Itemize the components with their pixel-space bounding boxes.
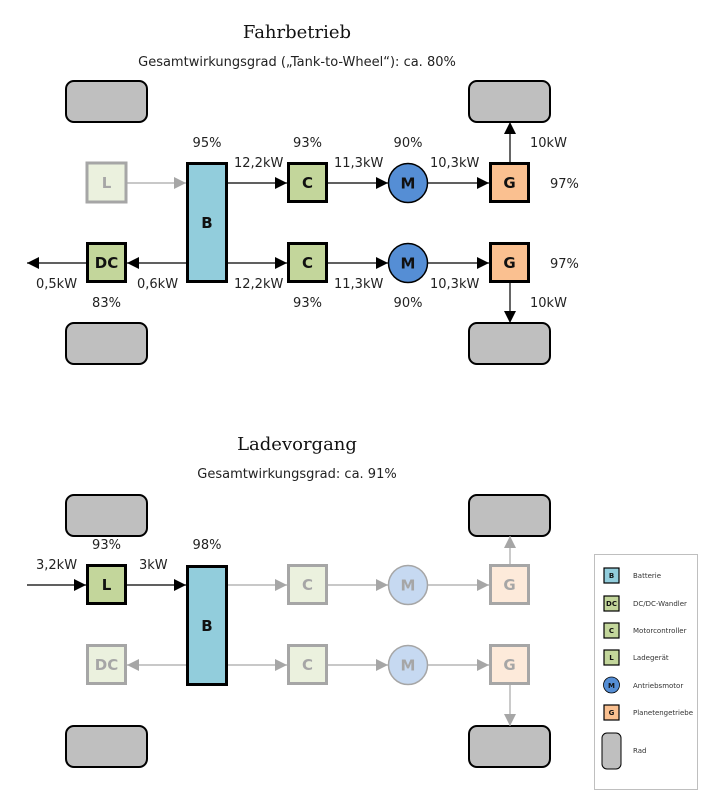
charging-gear-lower-label: G [503,656,515,674]
drive-motor-lower: M [387,242,429,284]
drive-controller-lower: C [287,242,328,283]
charging-gear-upper-label: G [503,576,515,594]
charging-charger: L [86,564,127,605]
charging-motor-upper: M [387,564,429,606]
drive-gear-lower-power-out: 10kW [530,296,567,311]
legend-symbol: DC [606,600,617,608]
charging-subtitle: Gesamtwirkungsgrad: ca. 91% [197,467,396,482]
drive-motor-lower-efficiency: 90% [394,296,423,311]
charging-charger-power-in: 3,2kW [36,558,77,573]
legend-symbol: C [609,627,614,635]
drive-gear-upper: G [489,162,530,203]
legend-item-controller: C Motorcontroller [603,622,687,639]
charging-dcdc-label: DC [95,656,118,674]
drive-battery: B [186,162,228,283]
drive-gear-lower-label: G [503,254,515,272]
drive-dcdc-power-in: 0,6kW [137,277,178,292]
drive-controller-lower-efficiency: 93% [293,296,322,311]
drive-title: Fahrbetrieb [243,22,351,43]
legend: B Batterie DC DC/DC-Wandler C Motorcontr… [594,554,698,790]
charging-controller-lower-label: C [302,656,313,674]
charging-battery: B [186,565,228,686]
charging-battery-efficiency: 98% [193,538,222,553]
legend-label: Antriebsmotor [633,682,683,690]
charging-motor-lower-label: M [401,657,416,675]
legend-symbol: M [608,682,615,690]
drive-motor-upper: M [387,162,429,204]
legend-label: Planetengetriebe [633,709,693,717]
charging-title: Ladevorgang [237,434,357,455]
drive-controller-lower-label: C [302,254,313,272]
drive-section: Fahrbetrieb Gesamtwirkungsgrad („Tank-to… [27,22,579,365]
drive-controller-upper-label: C [302,174,313,192]
drive-battery-label: B [201,214,212,232]
drive-motor-lower-label: M [401,255,416,273]
legend-item-charger: L Ladegerät [603,649,669,666]
drive-motor-upper-label: M [401,175,416,193]
drive-gear-upper-label: G [503,174,515,192]
drive-gear-lower-efficiency: 97% [550,257,579,272]
wheel-front-left [65,494,148,537]
charging-controller-upper-label: C [302,576,313,594]
charging-gear-lower: G [489,644,530,685]
legend-label: Ladegerät [633,654,669,662]
drive-motor-upper-power-in: 11,3kW [334,156,383,171]
drive-dcdc-label: DC [95,254,118,272]
wheel-rear-left [65,725,148,768]
wheel-rear-left [65,322,148,365]
charging-battery-label: B [201,617,212,635]
legend-item-wheel: Rad [601,732,646,770]
charging-dcdc: DC [86,644,127,685]
drive-gear-upper-power-in: 10,3kW [430,156,479,171]
legend-symbol: L [609,654,614,662]
charging-charger-efficiency: 93% [92,538,121,553]
legend-item-battery: B Batterie [603,567,661,584]
drive-controller-lower-power-in: 12,2kW [234,277,283,292]
drive-controller-upper: C [287,162,328,203]
drive-battery-efficiency: 95% [193,136,222,151]
legend-item-dcdc: DC DC/DC-Wandler [603,595,687,612]
legend-label: Batterie [633,572,661,580]
drive-controller-upper-power-in: 12,2kW [234,156,283,171]
charging-section: Ladevorgang Gesamtwirkungsgrad: ca. 91% … [27,434,551,768]
wheel-front-right [468,494,551,537]
legend-label: Rad [633,747,646,755]
drive-controller-upper-efficiency: 93% [293,136,322,151]
charging-motor-upper-label: M [401,577,416,595]
drive-dcdc: DC [86,242,127,283]
legend-label: Motorcontroller [633,627,687,635]
drive-subtitle: Gesamtwirkungsgrad („Tank-to-Wheel“): ca… [138,55,456,70]
drive-gear-lower: G [489,242,530,283]
drive-charger: L [85,161,128,204]
legend-symbol: B [609,572,614,580]
drive-gear-upper-efficiency: 97% [550,177,579,192]
charging-controller-lower: C [287,644,328,685]
wheel-front-left [65,80,148,123]
drive-gear-lower-power-in: 10,3kW [430,277,479,292]
drive-motor-lower-power-in: 11,3kW [334,277,383,292]
wheel-front-right [468,80,551,123]
charging-motor-lower: M [387,644,429,686]
drive-dcdc-power-out: 0,5kW [36,277,77,292]
legend-symbol: G [609,709,615,717]
legend-label: DC/DC-Wandler [633,600,687,608]
drive-gear-upper-power-out: 10kW [530,136,567,151]
charging-charger-power-out: 3kW [139,558,168,573]
legend-item-gear: G Planetengetriebe [603,704,693,721]
charging-charger-label: L [102,576,112,594]
wheel-rear-right [468,725,551,768]
wheel-rear-right [468,322,551,365]
charging-controller-upper: C [287,564,328,605]
drive-charger-label: L [102,174,112,192]
drive-dcdc-efficiency: 83% [92,296,121,311]
legend-item-motor: M Antriebsmotor [603,676,683,694]
charging-gear-upper: G [489,564,530,605]
drive-motor-upper-efficiency: 90% [394,136,423,151]
